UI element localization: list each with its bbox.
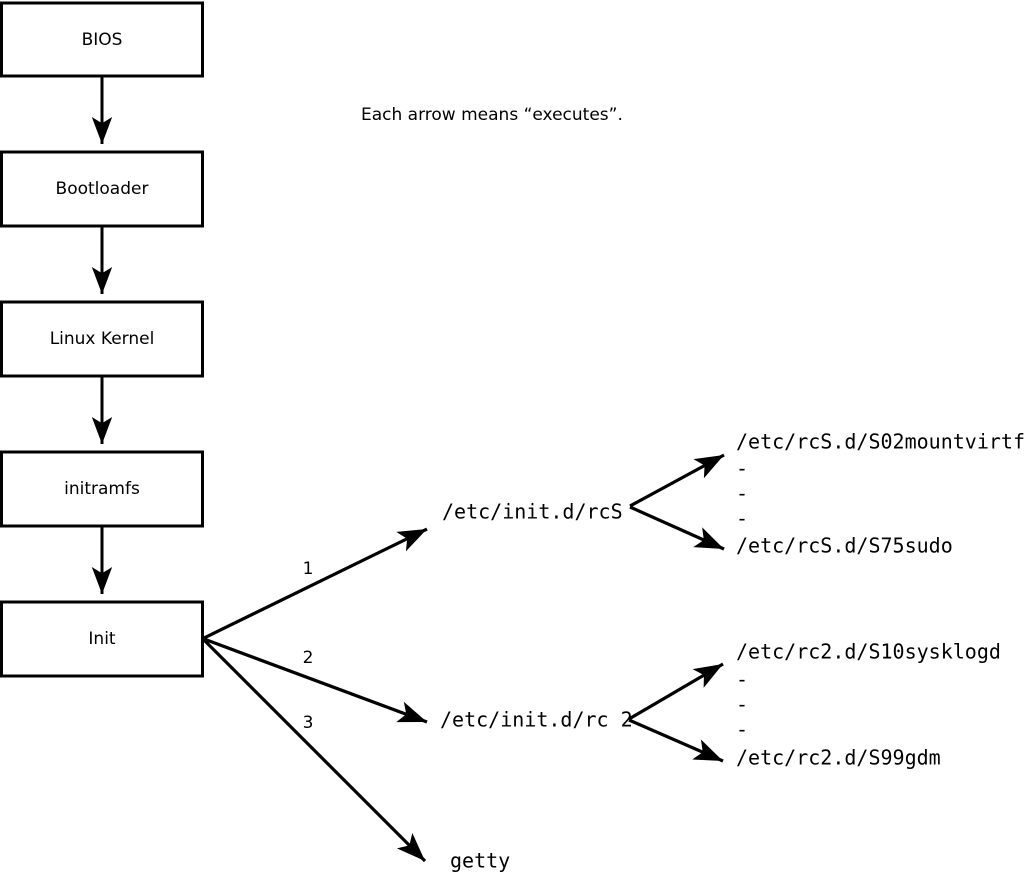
- rc2-ellipsis-dot-1: -: [736, 668, 748, 692]
- node-getty-label: getty: [450, 849, 510, 873]
- box-linux-kernel-label: Linux Kernel: [50, 329, 155, 349]
- script-rc2-first: /etc/rc2.d/S10sysklogd: [736, 640, 1001, 664]
- box-bios: BIOS: [0, 1, 204, 78]
- arrow-rcs-to-last-script: [629, 505, 725, 551]
- arrow-init-to-rcs: [203, 527, 428, 640]
- box-bios-rect: [0, 1, 204, 78]
- arrow-init-to-rc2: [203, 637, 428, 724]
- rcs-ellipsis-dot-1: -: [736, 457, 748, 481]
- rcs-ellipsis-dot-3: -: [736, 507, 748, 531]
- box-bios-label: BIOS: [82, 30, 123, 50]
- node-rcs-label: /etc/init.d/rcS: [442, 500, 623, 524]
- script-rcs-last: /etc/rcS.d/S75sudo: [736, 534, 953, 558]
- box-linux-kernel: Linux Kernel: [0, 300, 204, 378]
- script-rc2-last: /etc/rc2.d/S99gdm: [736, 746, 941, 770]
- node-rc2-label: /etc/init.d/rc 2: [440, 708, 633, 732]
- box-init: Init: [0, 600, 204, 678]
- rc2-ellipsis-dot-3: -: [736, 718, 748, 742]
- edge-label-3: 3: [303, 713, 314, 733]
- script-rcs-first: /etc/rcS.d/S02mountvirtfs: [736, 430, 1024, 454]
- edge-label-2: 2: [303, 648, 314, 668]
- box-bootloader-rect: [0, 150, 204, 228]
- box-initramfs: initramfs: [0, 450, 204, 528]
- arrow-rc2-to-last-script: [628, 718, 724, 763]
- diagram-caption: Each arrow means “executes”.: [361, 105, 623, 125]
- box-linux-kernel-rect: [0, 300, 204, 378]
- rcs-ellipsis-dot-2: -: [736, 482, 748, 506]
- edge-label-1: 1: [303, 559, 314, 579]
- arrow-init-to-getty: [202, 638, 427, 863]
- rc2-ellipsis-dot-2: -: [736, 693, 748, 717]
- box-bootloader-label: Bootloader: [56, 179, 149, 199]
- arrow-rcs-to-first-script: [629, 453, 725, 508]
- box-bootloader: Bootloader: [0, 150, 204, 228]
- box-init-rect: [0, 600, 204, 678]
- arrow-rc2-to-first-script: [628, 662, 724, 721]
- box-initramfs-label: initramfs: [64, 479, 140, 499]
- box-init-label: Init: [88, 629, 116, 649]
